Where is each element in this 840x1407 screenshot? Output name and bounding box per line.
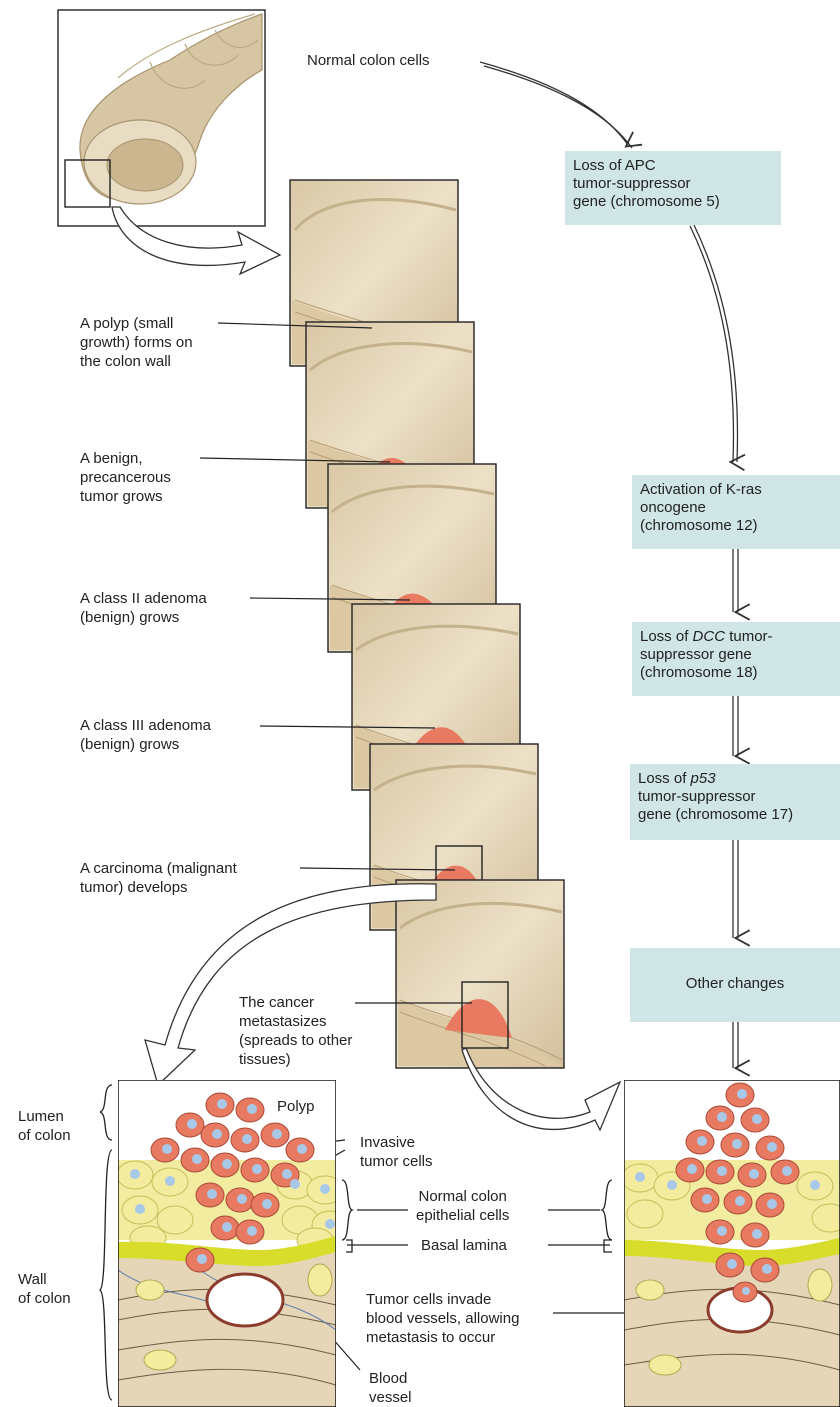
step-apc-box: Loss of APC tumor-suppressor gene (chrom… (565, 151, 781, 225)
step-p53-box: Loss of p53 tumor-suppressor gene (chrom… (630, 764, 840, 840)
stage-polyp-label: A polyp (small growth) forms on the colo… (80, 314, 193, 371)
colon-overview (58, 10, 265, 226)
step-p53-pre: Loss of (638, 770, 691, 787)
normal-colon-cells-label: Normal colon cells (307, 51, 430, 70)
step-other-box: Other changes (630, 948, 840, 1022)
detail-panel-left (117, 1080, 348, 1407)
step-p53-post: tumor-suppressor gene (chromosome 17) (638, 788, 793, 823)
lumen-label: Lumen of colon (18, 1107, 71, 1145)
invasive-cells-label: Invasive tumor cells (360, 1133, 433, 1171)
basal-lamina-label: Basal lamina (421, 1236, 507, 1255)
stage-carcinoma-label: A carcinoma (malignant tumor) develops (80, 859, 237, 897)
stage-benign-label: A benign, precancerous tumor grows (80, 449, 171, 506)
step-dcc-pre: Loss of (640, 628, 693, 645)
panel-6 (396, 880, 564, 1068)
step-other-text: Other changes (686, 975, 784, 992)
detail-panel-right (622, 1080, 840, 1407)
step-dcc-box: Loss of DCC tumor- suppressor gene (chro… (632, 622, 840, 696)
blood-vessel-label: Blood vessel (369, 1369, 412, 1407)
step-kras-box: Activation of K-ras oncogene (chromosome… (632, 475, 840, 549)
step-apc-text: Loss of APC tumor-suppressor gene (chrom… (573, 157, 720, 210)
polyp-label: Polyp (277, 1097, 315, 1116)
stage-class3-label: A class III adenoma (benign) grows (80, 716, 211, 754)
step-kras-text: Activation of K-ras oncogene (chromosome… (640, 481, 762, 534)
invade-label: Tumor cells invade blood vessels, allowi… (366, 1290, 519, 1347)
step-p53-gene: p53 (691, 770, 716, 787)
stage-metastasis-label: The cancer metastasizes (spreads to othe… (239, 993, 352, 1069)
wall-label: Wall of colon (18, 1270, 71, 1308)
step-dcc-gene: DCC (693, 628, 726, 645)
epithelial-cells-label: Normal colon epithelial cells (416, 1187, 509, 1225)
stage-class2-label: A class II adenoma (benign) grows (80, 589, 207, 627)
